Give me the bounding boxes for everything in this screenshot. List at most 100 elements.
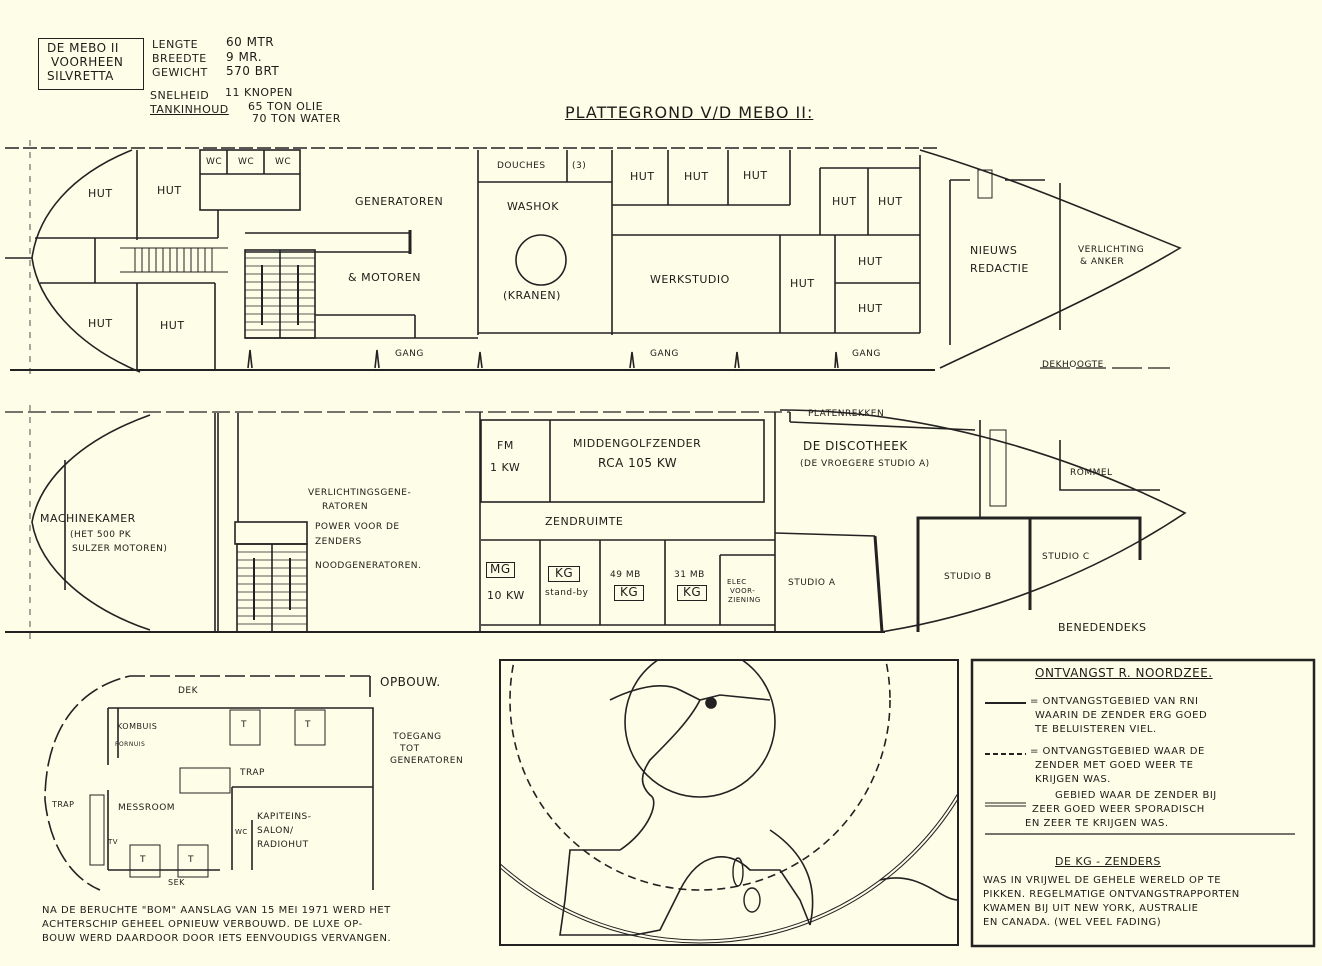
kg-title: DE KG - ZENDERS xyxy=(1055,855,1161,868)
platenrekken-label: PLATENREKKEN xyxy=(808,409,885,419)
room-hut: HUT xyxy=(858,302,883,315)
ship-name-box: DE MEBO II VOORHEEN SILVRETTA xyxy=(38,38,144,90)
reception-zone-sporadic xyxy=(501,793,957,941)
legend-title: ONTVANGST R. NOORDZEE. xyxy=(1035,666,1213,680)
mw-label: MIDDENGOLFZENDER xyxy=(573,437,702,450)
corridor-gang: GANG xyxy=(395,349,424,359)
deck-walls xyxy=(35,149,1170,370)
legend-double-3: EN ZEER TE KRIJGEN WAS. xyxy=(1025,818,1169,829)
room-hut: HUT xyxy=(743,169,768,182)
kg-text-2: PIKKEN. REGELMATIGE ONTVANGSTRAPPORTEN xyxy=(983,889,1240,900)
room-hut: HUT xyxy=(790,277,815,290)
ship-former-name: SILVRETTA xyxy=(47,69,114,83)
room-hut: HUT xyxy=(157,184,182,197)
toegang-line1: TOEGANG xyxy=(393,732,442,742)
spec-length-value: 60 MTR xyxy=(226,35,275,49)
elec-line1: ELEC xyxy=(727,578,747,586)
room-werkstudio: WERKSTUDIO xyxy=(650,273,730,286)
transmitter-sub: 10 KW xyxy=(487,589,525,602)
room-hut: HUT xyxy=(858,255,883,268)
spec-width-label: BREEDTE xyxy=(152,52,207,65)
room-washok: WASHOK xyxy=(507,200,559,213)
room-hut: HUT xyxy=(160,319,185,332)
room-hut: HUT xyxy=(88,317,113,330)
legend-double-1: GEBIED WAAR DE ZENDER BIJ xyxy=(1055,790,1217,801)
table-label: T xyxy=(241,720,247,730)
dek-label: DEK xyxy=(178,686,199,696)
corridor-gang: GANG xyxy=(650,349,679,359)
legend-solid-1: = ONTVANGSTGEBIED VAN RNI xyxy=(1030,696,1199,707)
discotheek-sub: (DE VROEGERE STUDIO A) xyxy=(800,459,930,469)
page-title: PLATTEGROND v/d MEBO II: xyxy=(565,103,814,122)
room-hut: HUT xyxy=(684,170,709,183)
studio-a-label: STUDIO A xyxy=(788,578,836,588)
kapitein-line3: RADIOHUT xyxy=(257,840,309,850)
transmitter-badge: MG xyxy=(486,562,515,578)
kapitein-line2: SALON/ xyxy=(257,826,294,836)
legend-solid-3: TE BELUISTEREN VIEL. xyxy=(1035,724,1157,735)
spec-width-value: 9 MR. xyxy=(226,50,263,64)
transmitter-band: 31 MB xyxy=(674,570,705,580)
ship-former-label: VOORHEEN xyxy=(51,55,124,69)
generators-line3: POWER VOOR DE xyxy=(315,522,400,532)
fm-power: 1 KW xyxy=(490,461,521,474)
room-wc: WC xyxy=(206,157,223,167)
mw-power: RCA 105 KW xyxy=(598,456,678,470)
legend-double-2: ZEER GOED WEER SPORADISCH xyxy=(1032,804,1205,815)
table-label: T xyxy=(140,855,146,865)
zendruimte-label: ZENDRUIMTE xyxy=(545,515,624,528)
footnote-line2: ACHTERSCHIP GEHEEL OPNIEUW VERBOUWD. DE … xyxy=(42,919,363,930)
table-label: T xyxy=(305,720,311,730)
kranen-label: (KRANEN) xyxy=(503,289,561,302)
room-nieuws-redactie-1: NIEUWS xyxy=(970,244,1018,257)
room-hut: HUT xyxy=(88,187,113,200)
tank-oil: 65 TON OLIE xyxy=(248,100,324,113)
sek-label: SEK xyxy=(168,878,185,887)
tank-water: 70 TON WATER xyxy=(252,112,341,125)
generators-line1: VERLICHTINGSGENE- xyxy=(308,488,412,498)
reception-zone-good xyxy=(509,661,891,891)
spec-weight-label: GEWICHT xyxy=(152,66,208,79)
footnote-line1: NA DE BERUCHTE "BOM" AANSLAG VAN 15 MEI … xyxy=(42,905,391,916)
corridor-gang: GANG xyxy=(852,349,881,359)
messroom-label: MESSROOM xyxy=(118,803,176,813)
discotheek-label: DE DISCOTHEEK xyxy=(803,439,908,453)
machinekamer-sub1: (HET 500 PK xyxy=(70,530,132,540)
room-wc: WC xyxy=(238,157,255,167)
tank-label: TANKINHOUD xyxy=(150,103,229,116)
kg-text-4: EN CANADA. (WEL VEEL FADING) xyxy=(983,917,1162,928)
speed-value: 11 KNOPEN xyxy=(225,86,293,99)
studio-c-label: STUDIO C xyxy=(1042,552,1090,562)
transmitter-badge: KG xyxy=(614,585,645,601)
generators-line5: NOODGENERATOREN. xyxy=(315,561,422,571)
room-motoren: & MOTOREN xyxy=(348,271,421,284)
room-nieuws-redactie-2: REDACTIE xyxy=(970,262,1029,275)
spec-weight-value: 570 BRT xyxy=(226,64,280,78)
reception-map xyxy=(499,659,959,946)
reception-zone-excellent xyxy=(624,661,776,798)
elec-line2: VOOR- xyxy=(730,587,756,595)
transmitter-band: 49 MB xyxy=(610,570,641,580)
room-generatoren: GENERATOREN xyxy=(355,195,444,208)
studio-b-label: STUDIO B xyxy=(944,572,992,582)
transmitter-badge: KG xyxy=(548,566,581,582)
trap-label: TRAP xyxy=(240,768,265,778)
machinekamer-sub2: SULZER MOTOREN) xyxy=(72,544,168,554)
legend-dashed-2: ZENDER MET GOED WEER TE xyxy=(1035,760,1194,771)
room-hut: HUT xyxy=(630,170,655,183)
legend-box-frame xyxy=(970,658,1316,948)
kapitein-line1: KAPITEINS- xyxy=(257,812,312,822)
lower-deck-walls xyxy=(64,412,1160,633)
ship-name: DE MEBO II xyxy=(47,41,119,55)
lower-level-label: BENEDENDEKS xyxy=(1058,621,1147,634)
trap-label: TRAP xyxy=(52,800,75,809)
deck-level-label: DEKHOOGTE xyxy=(1042,360,1104,370)
fm-label: FM xyxy=(497,439,514,452)
legend-solid-2: WAARIN DE ZENDER ERG GOED xyxy=(1035,710,1208,721)
transmitter-sub: stand-by xyxy=(545,588,589,598)
toegang-line3: GENERATOREN xyxy=(390,756,464,766)
room-hut: HUT xyxy=(832,195,857,208)
machinekamer-label: MACHINEKAMER xyxy=(40,512,136,525)
room-douches: DOUCHES xyxy=(497,161,546,171)
speed-label: SNELHEID xyxy=(150,89,210,102)
